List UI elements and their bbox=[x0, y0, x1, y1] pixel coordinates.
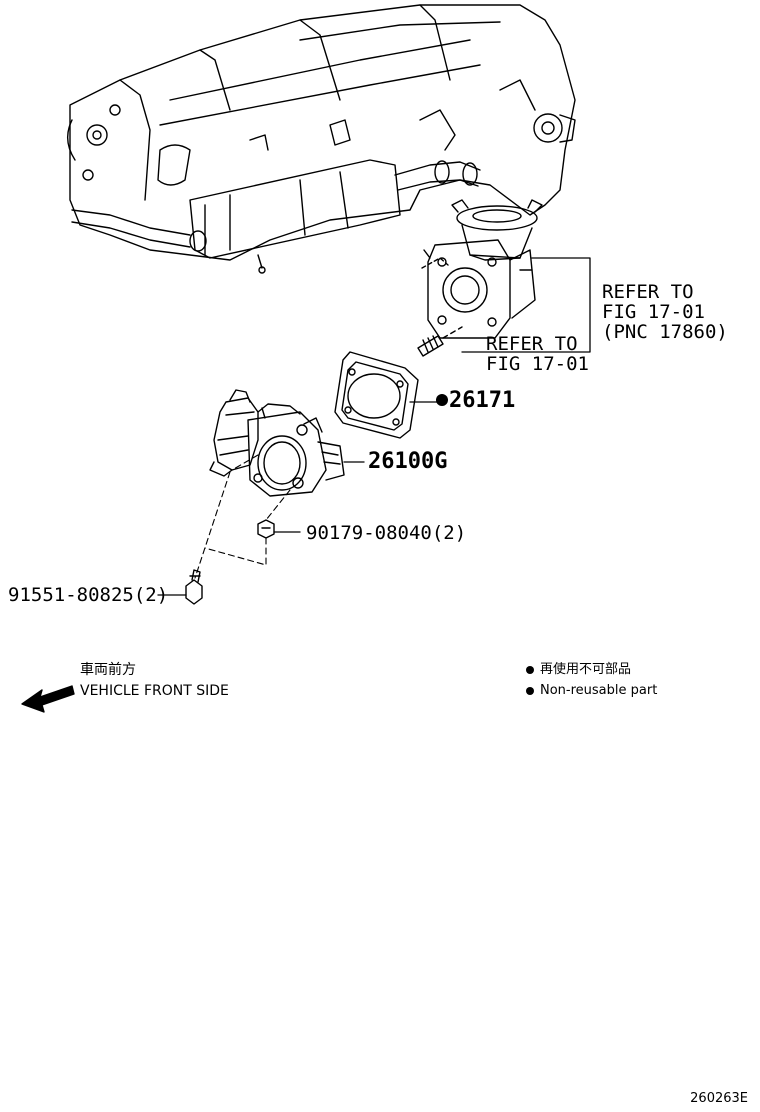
legend-row-jp: 再使用不可部品 bbox=[526, 659, 657, 680]
refer-pnc-line1: REFER TO bbox=[602, 281, 694, 303]
nonreusable-dot-icon bbox=[436, 394, 448, 406]
refer-pnc-line2: FIG 17-01 bbox=[602, 301, 705, 323]
legend-text-en: Non-reusable part bbox=[540, 683, 658, 698]
throttle-gasket bbox=[334, 351, 419, 439]
nut-part-callout: 90179-08040(2) bbox=[306, 523, 466, 543]
throttle-body-part-callout: 26100G bbox=[368, 449, 448, 474]
legend-text-jp: 再使用不可部品 bbox=[540, 662, 632, 677]
vehicle-front-label: 車両前方 VEHICLE FRONT SIDE bbox=[80, 660, 229, 702]
refer-callout: REFER TO FIG 17-01 bbox=[486, 334, 589, 374]
nut bbox=[257, 519, 275, 539]
bullet-dot-icon bbox=[526, 665, 534, 674]
figure-number: 260263E bbox=[690, 1091, 748, 1106]
throttle-body-part-number: 26100G bbox=[368, 449, 448, 474]
refer-pnc-callout: REFER TO FIG 17-01 (PNC 17860) bbox=[602, 282, 728, 342]
throttle-body bbox=[209, 389, 345, 497]
bullet-dot-icon bbox=[526, 686, 534, 695]
vehicle-front-arrow-icon bbox=[21, 685, 75, 713]
nonreusable-legend: 再使用不可部品 Non-reusable part bbox=[526, 659, 657, 701]
air-intake-connector bbox=[421, 199, 543, 339]
assembly-lines bbox=[194, 454, 291, 579]
bolt-part-callout: 91551-80825(2) bbox=[8, 585, 168, 605]
legend-row-en: Non-reusable part bbox=[526, 680, 657, 701]
gasket-part-callout: 26171 bbox=[436, 388, 516, 413]
refer-line1: REFER TO bbox=[486, 333, 578, 355]
refer-pnc-line3: (PNC 17860) bbox=[602, 321, 728, 343]
bolt-part-number: 91551-80825(2) bbox=[8, 584, 169, 606]
leader-lines bbox=[157, 257, 591, 596]
vehicle-front-label-en: VEHICLE FRONT SIDE bbox=[80, 683, 229, 699]
vehicle-front-label-jp: 車両前方 bbox=[80, 662, 136, 678]
bolt bbox=[185, 569, 203, 605]
engine-intake-manifold bbox=[67, 4, 576, 274]
nut-part-number: 90179-08040(2) bbox=[306, 522, 467, 544]
refer-line2: FIG 17-01 bbox=[486, 353, 589, 375]
stud-bolt bbox=[417, 326, 463, 357]
gasket-part-number: 26171 bbox=[449, 388, 516, 413]
